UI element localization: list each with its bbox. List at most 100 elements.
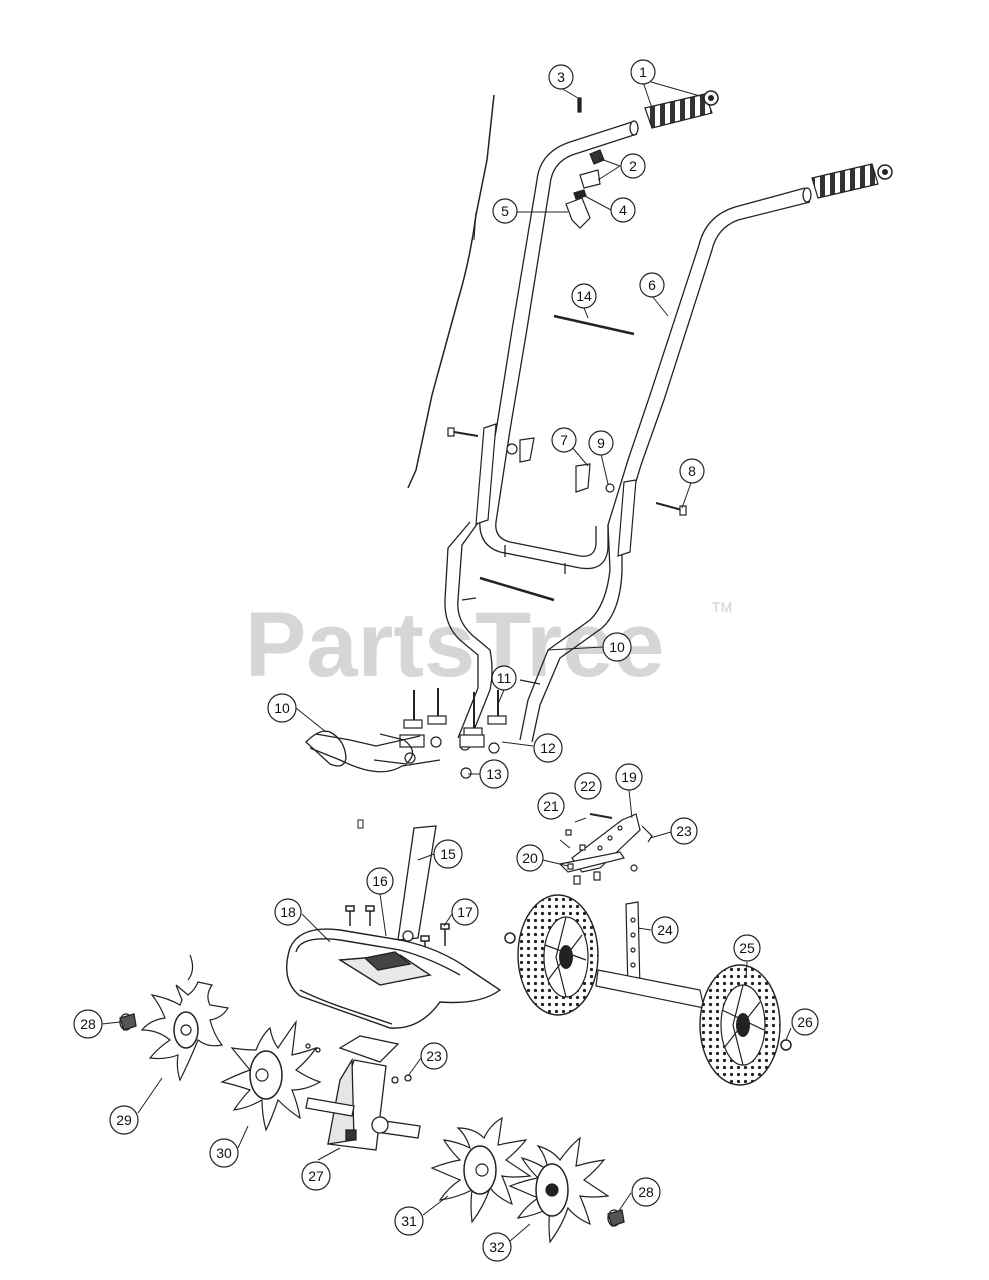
watermark-tm: TM — [712, 599, 732, 615]
callout-23-bottom: 23 — [420, 1042, 448, 1070]
lower-handle-frame — [444, 519, 623, 743]
callout-29-label: 29 — [116, 1112, 132, 1128]
axle-bracket-24 — [595, 901, 705, 1009]
callout-30: 30 — [209, 1138, 239, 1168]
callout-14-label: 14 — [576, 288, 592, 304]
leader-lines — [101, 81, 792, 1242]
callout-23-top: 23 — [670, 817, 698, 845]
callout-21-label: 21 — [543, 798, 559, 814]
transmission-27 — [305, 1035, 421, 1151]
callout-31: 31 — [394, 1206, 424, 1236]
callout-9-label: 9 — [597, 435, 605, 451]
callout-29: 29 — [109, 1105, 139, 1135]
callout-32: 32 — [482, 1232, 512, 1262]
cross-rod-14 — [553, 314, 635, 336]
tine-29-blade — [187, 954, 194, 981]
callout-28-right-label: 28 — [638, 1184, 654, 1200]
upper-handle-left — [479, 120, 639, 523]
callout-28-right: 28 — [631, 1177, 661, 1207]
callout-7: 7 — [551, 427, 577, 453]
callout-23-top-label: 23 — [676, 823, 692, 839]
tine-clip-left-28 — [119, 1013, 137, 1031]
callout-2: 2 — [620, 153, 646, 179]
callout-22: 22 — [574, 772, 602, 800]
tine-31 — [430, 1116, 532, 1224]
callout-25: 25 — [733, 934, 761, 962]
wheel-right-25 — [699, 964, 792, 1086]
wheel-bracket-19 — [558, 813, 653, 885]
callout-4-label: 4 — [619, 202, 627, 218]
callout-15-label: 15 — [440, 846, 456, 862]
callout-18: 18 — [274, 898, 302, 926]
callout-6-label: 6 — [648, 277, 656, 293]
callout-7-label: 7 — [560, 432, 568, 448]
handle-bracket-right — [617, 479, 637, 557]
callout-16-label: 16 — [372, 873, 388, 889]
callout-10-left-label: 10 — [274, 700, 290, 716]
lower-tube-10 — [305, 730, 441, 773]
callout-26-label: 26 — [797, 1014, 813, 1030]
callout-13: 13 — [479, 759, 509, 789]
callout-3: 3 — [548, 64, 574, 90]
callout-1: 1 — [630, 59, 656, 85]
callout-27-label: 27 — [308, 1168, 324, 1184]
callout-23-bottom-label: 23 — [426, 1048, 442, 1064]
callout-1-label: 1 — [639, 64, 647, 80]
tine-shield-18 — [286, 928, 502, 1029]
callout-5: 5 — [492, 198, 518, 224]
callout-32-label: 32 — [489, 1239, 505, 1255]
handle-bracket-left — [475, 423, 497, 525]
callout-21: 21 — [537, 792, 565, 820]
upper-handle-right — [607, 187, 812, 529]
grip-left — [644, 90, 719, 129]
callout-19: 19 — [615, 763, 643, 791]
callout-24-label: 24 — [657, 922, 673, 938]
callout-10-right: 10 — [602, 632, 632, 662]
callout-8-label: 8 — [688, 463, 696, 479]
callout-14: 14 — [571, 283, 597, 309]
callouts: 1 2 3 4 5 6 7 8 9 10 10 11 12 13 14 15 1… — [73, 59, 819, 1262]
callout-31-label: 31 — [401, 1213, 417, 1229]
callout-11-label: 11 — [497, 670, 512, 686]
callout-18-label: 18 — [280, 904, 296, 920]
callout-5-label: 5 — [501, 203, 509, 219]
small-pin — [357, 819, 364, 829]
callout-28-left-label: 28 — [80, 1016, 96, 1032]
callout-19-label: 19 — [621, 769, 637, 785]
callout-20: 20 — [516, 844, 544, 872]
callout-3-label: 3 — [557, 69, 565, 85]
callout-9: 9 — [588, 430, 614, 456]
watermark: PartsTree — [245, 594, 664, 696]
shift-rod-15 — [397, 825, 437, 942]
callout-6: 6 — [639, 272, 665, 298]
tine-30 — [220, 1019, 322, 1132]
callout-15: 15 — [433, 839, 463, 869]
callout-4: 4 — [610, 197, 636, 223]
tine-32 — [508, 1136, 610, 1244]
callout-12-label: 12 — [540, 740, 556, 756]
tine-clip-right-28 — [607, 1209, 625, 1227]
callout-17-label: 17 — [457, 904, 473, 920]
callout-2-label: 2 — [629, 158, 637, 174]
callout-24: 24 — [651, 916, 679, 944]
callout-11: 11 — [491, 665, 517, 691]
callout-13-label: 13 — [486, 766, 502, 782]
callout-17: 17 — [451, 898, 479, 926]
callout-10-right-label: 10 — [609, 639, 625, 655]
lower-hardware — [399, 688, 507, 779]
grip-right — [811, 163, 893, 199]
cross-rod-lower — [479, 576, 555, 602]
callout-16: 16 — [366, 867, 394, 895]
callout-28-left: 28 — [73, 1009, 103, 1039]
callout-30-label: 30 — [216, 1145, 232, 1161]
callout-27: 27 — [301, 1161, 331, 1191]
callout-22-label: 22 — [580, 778, 596, 794]
tine-shield-bolts — [345, 905, 450, 958]
callout-25-label: 25 — [739, 940, 755, 956]
callout-12: 12 — [533, 733, 563, 763]
callout-26: 26 — [791, 1008, 819, 1036]
callout-10-left: 10 — [267, 693, 297, 723]
callout-20-label: 20 — [522, 850, 538, 866]
tine-29 — [140, 981, 229, 1082]
